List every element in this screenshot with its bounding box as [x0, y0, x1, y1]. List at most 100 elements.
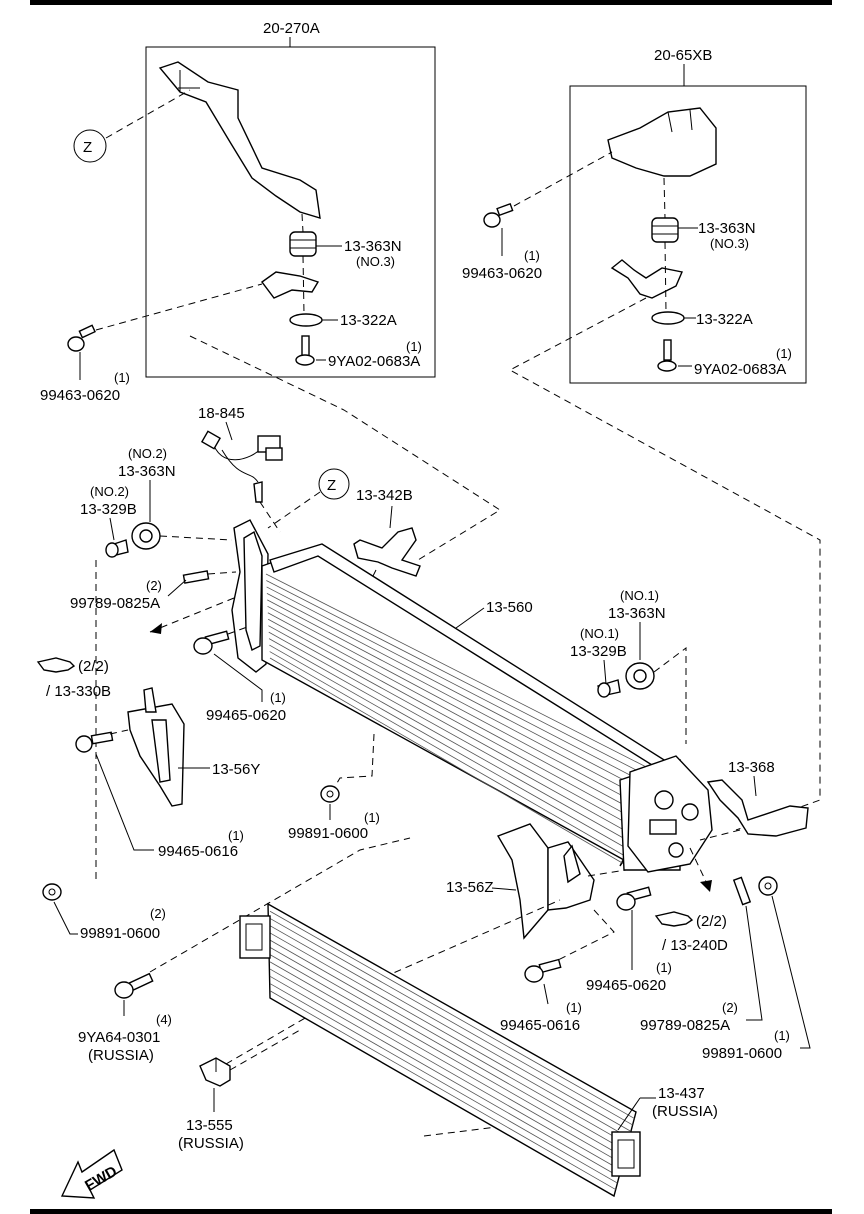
- core-fin-line: [266, 586, 662, 792]
- label-13-560: 13-560: [486, 599, 533, 616]
- bolt-right-part: [657, 339, 677, 372]
- screen-slat-line: [269, 925, 632, 1132]
- bracket-right-part: [607, 107, 717, 177]
- core-fin-line: [269, 644, 631, 852]
- screen-13-437: 13-437 (RUSSIA): [239, 902, 718, 1198]
- label-99465-0620-left: 99465-0620: [206, 707, 286, 724]
- box-right-title: 20-65XB: [654, 47, 712, 64]
- stud-99789-left: (2) 99789-0825A: [70, 570, 237, 612]
- air-guide-13-56z: 13-56Z: [446, 823, 627, 965]
- label-99789-0825a-right: 99789-0825A: [640, 1017, 730, 1034]
- callout-z-left: Z: [73, 89, 191, 163]
- screen-slat-line: [269, 961, 623, 1165]
- qty-99463-right: (1): [524, 248, 540, 263]
- core-fin-line: [268, 625, 642, 832]
- bolt-99465-0620-right: (1) 99465-0620: [586, 886, 672, 994]
- nut-99891-left: (2) 99891-0600: [42, 883, 166, 942]
- washer-part: [289, 313, 323, 327]
- label-99465-0616-right: 99465-0616: [500, 1017, 580, 1034]
- core-fins: [265, 573, 669, 865]
- bracket-13-368: 13-368: [699, 759, 809, 841]
- core-fin-line: [267, 612, 648, 819]
- screen-slats: [269, 910, 635, 1190]
- screen-slat-line: [269, 968, 621, 1171]
- nut-99891-middle: (1) 99891-0600: [288, 733, 380, 842]
- core-fin-line: [265, 573, 669, 779]
- label-13-322a-box-right: 13-322A: [696, 311, 753, 328]
- core-fin-line: [267, 605, 652, 812]
- sensor-18-845: 18-845: [198, 405, 283, 533]
- label-13-363n-box-right: 13-363N: [698, 220, 756, 237]
- bottom-rule: [30, 1209, 832, 1214]
- label-13-555: 13-555: [186, 1117, 233, 1134]
- washer-right-part: [651, 311, 685, 325]
- label-18-845: 18-845: [198, 405, 245, 422]
- screen-slat-line: [269, 954, 625, 1158]
- bracket-13-342b: 13-342B: [353, 487, 421, 583]
- screen-slat-line: [269, 990, 616, 1190]
- callout-z-assembly-label: Z: [327, 477, 336, 494]
- label-13-342b: 13-342B: [356, 487, 413, 504]
- label-13-329b-left: 13-329B: [80, 501, 137, 518]
- bolt-99463-left: (1) 99463-0620: [40, 283, 263, 404]
- label-99465-0616-left: 99465-0616: [158, 843, 238, 860]
- qty-99789-right: (2): [722, 1000, 738, 1015]
- rubber-mount-right-part: [651, 217, 679, 243]
- ref-arrow-left: (2/2) / 13-330B: [36, 597, 235, 700]
- label-99891-0600-left: 99891-0600: [80, 925, 160, 942]
- label-99465-0620-right: 99465-0620: [586, 977, 666, 994]
- core-fin-line: [267, 618, 645, 825]
- label-no3-box-right: (NO.3): [710, 236, 749, 251]
- label-99463-0620-right: 99463-0620: [462, 265, 542, 282]
- label-no3-box-left: (NO.3): [356, 254, 395, 269]
- label-13-56y: 13-56Y: [212, 761, 260, 778]
- rubber-mount-left: [105, 522, 161, 558]
- nut-99891-right: (1) 99891-0600: [702, 876, 811, 1062]
- bolt-99465-0620-left: (1) 99465-0620: [193, 625, 286, 724]
- label-13-368: 13-368: [728, 759, 775, 776]
- qty-9ya02-box-right: (1): [776, 346, 792, 361]
- label-9ya02-0683a-box-right: 9YA02-0683A: [694, 361, 786, 378]
- screw-9ya64-0301: (4) 9YA64-0301 (RUSSIA): [78, 972, 172, 1064]
- qty-9ya64: (4): [156, 1012, 172, 1027]
- bolt-part: [295, 335, 315, 366]
- qty-99789-left: (2): [146, 578, 162, 593]
- qty-99891-left: (2): [150, 906, 166, 921]
- label-13-437: 13-437: [658, 1085, 705, 1102]
- clip-right-part: [610, 259, 683, 299]
- label-no2-13-329b: (NO.2): [90, 484, 129, 499]
- screen-slat-line: [269, 939, 628, 1145]
- label-13-240d: / 13-240D: [662, 937, 728, 954]
- bolt-99465-0616-right: (1) 99465-0616: [500, 958, 582, 1034]
- screen-slat-line: [269, 975, 620, 1177]
- label-99463-0620-left: 99463-0620: [40, 387, 120, 404]
- air-guide-13-56y: 13-56Y: [127, 687, 260, 807]
- radiator-13-560: [231, 519, 713, 873]
- label-9ya64-0301: 9YA64-0301: [78, 1029, 160, 1046]
- core-fin-line: [268, 631, 638, 838]
- hand-pointer-icon-left: [36, 657, 76, 673]
- callout-z-assembly: Z: [267, 468, 350, 529]
- callout-z-left-label: Z: [83, 139, 92, 156]
- label-no1-13-363n: (NO.1): [620, 588, 659, 603]
- label-13-330b: / 13-330B: [46, 683, 111, 700]
- core-fin-line: [266, 580, 665, 785]
- label-13-56z: 13-56Z: [446, 879, 494, 896]
- label-13-363n-box-left: 13-363N: [344, 238, 402, 255]
- box-20-65xb: 20-65XB 13-363N (NO.3) 13-322A (1) 9YA02…: [569, 47, 807, 384]
- screen-slat-line: [269, 910, 635, 1119]
- label-13-363n-left: 13-363N: [118, 463, 176, 480]
- top-rule: [30, 0, 832, 5]
- label-99891-0600-middle: 99891-0600: [288, 825, 368, 842]
- core-fin-line: [269, 657, 625, 865]
- label-no2-13-363n: (NO.2): [128, 446, 167, 461]
- label-13-322a-box-left: 13-322A: [340, 312, 397, 329]
- hand-pointer-icon-right: [654, 911, 694, 927]
- label-13-555-russia: (RUSSIA): [178, 1135, 244, 1152]
- stud-99789-right: (2) 99789-0825A: [640, 876, 763, 1034]
- bracket-part: [158, 61, 321, 219]
- ref-arrow-right: (2/2) / 13-240D: [654, 847, 728, 954]
- bolt-99465-0616-left: (1) 99465-0616: [75, 729, 244, 860]
- label-no1-13-329b: (NO.1): [580, 626, 619, 641]
